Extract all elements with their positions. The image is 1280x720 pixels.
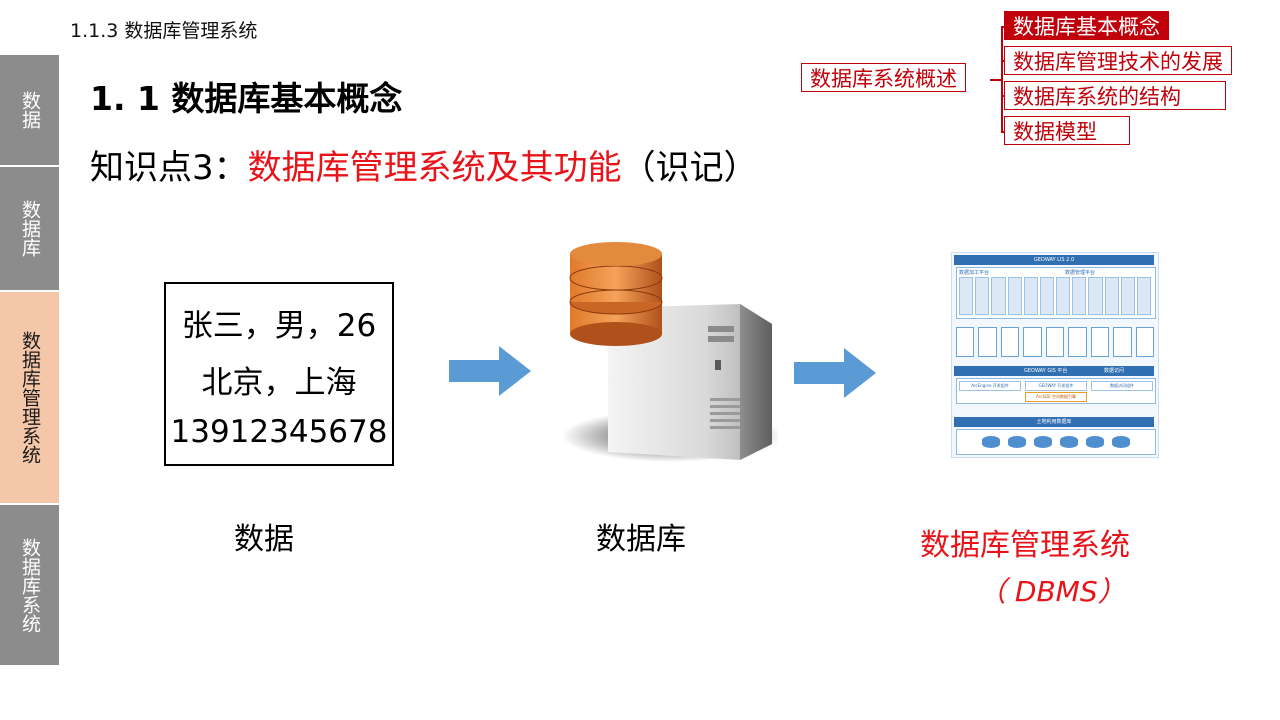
right-arrow-icon	[794, 348, 878, 398]
toc-item-system-structure[interactable]: 数据库系统的结构	[1004, 81, 1226, 110]
toc-item-tech-development[interactable]: 数据库管理技术的发展	[1004, 46, 1232, 75]
knowledge-point-suffix: （识记）	[622, 148, 758, 188]
breadcrumb: 1.1.3 数据库管理系统	[70, 16, 257, 43]
toc-root[interactable]: 数据库系统概述	[801, 63, 966, 92]
diagram-platform-right: 数据访问	[1104, 366, 1124, 376]
diagram-middle-modules	[956, 327, 1154, 357]
right-arrow-icon	[449, 346, 533, 396]
database-server-icon	[560, 238, 778, 466]
diagram-db-title: 土地利用数据库	[954, 417, 1154, 427]
toc-connector	[1001, 26, 1003, 132]
data-line: 张三，男，26	[166, 300, 392, 345]
side-tab-data[interactable]: 数据	[0, 55, 59, 165]
diagram-header: GEOWAY LIS 2.0	[954, 255, 1154, 265]
side-tab-label: 数据库	[19, 200, 40, 257]
toc-item-data-model[interactable]: 数据模型	[1004, 116, 1130, 145]
diagram-component: ArcEngine 开发组件	[959, 381, 1021, 391]
knowledge-point-topic: 数据库管理系统及其功能	[248, 148, 622, 188]
diagram-left-group: 数据加工平台	[959, 269, 989, 276]
side-tab-label: 数据库管理系统	[19, 331, 40, 464]
system-architecture-diagram: GEOWAY LIS 2.0 数据加工平台 数据管理平台 GEOWAY GIS …	[951, 252, 1159, 458]
page-title: 1. 1 数据库基本概念	[90, 72, 402, 120]
side-tab-label: 数据库系统	[19, 538, 40, 633]
diagram-engine: ArcSDE 空间数据引擎	[1025, 392, 1087, 402]
diagram-component: 数据访问组件	[1091, 381, 1153, 391]
knowledge-point-prefix: 知识点3：	[90, 148, 248, 188]
side-tab-dbms[interactable]: 数据库管理系统	[0, 292, 59, 503]
caption-data: 数据	[234, 514, 294, 558]
diagram-top-platform: 数据加工平台 数据管理平台	[956, 267, 1156, 319]
caption-dbms-abbr: （ DBMS）	[978, 570, 1126, 610]
diagram-component: GEOWAY 开发组件	[1025, 381, 1087, 391]
caption-database: 数据库	[596, 514, 686, 558]
diagram-components: ArcEngine 开发组件 GEOWAY 开发组件 数据访问组件 ArcSDE…	[956, 378, 1156, 404]
side-tab-label: 数据	[19, 91, 40, 129]
data-line: 北京，上海	[166, 357, 392, 402]
knowledge-point: 知识点3：数据库管理系统及其功能（识记）	[90, 140, 758, 189]
toc-item-basic-concepts[interactable]: 数据库基本概念	[1004, 11, 1169, 40]
diagram-platform-title: GEOWAY GIS 平台	[1024, 366, 1067, 376]
data-example-box: 张三，男，26 北京，上海 13912345678	[164, 282, 394, 466]
diagram-module-row	[959, 277, 1151, 315]
diagram-platform-bar: GEOWAY GIS 平台 数据访问	[954, 366, 1154, 376]
diagram-right-group: 数据管理平台	[1065, 269, 1095, 276]
diagram-db-row	[956, 429, 1156, 455]
caption-dbms: 数据库管理系统	[920, 520, 1130, 564]
data-line: 13912345678	[166, 414, 392, 450]
side-tab-database[interactable]: 数据库	[0, 167, 59, 290]
side-tab-db-system[interactable]: 数据库系统	[0, 505, 59, 665]
